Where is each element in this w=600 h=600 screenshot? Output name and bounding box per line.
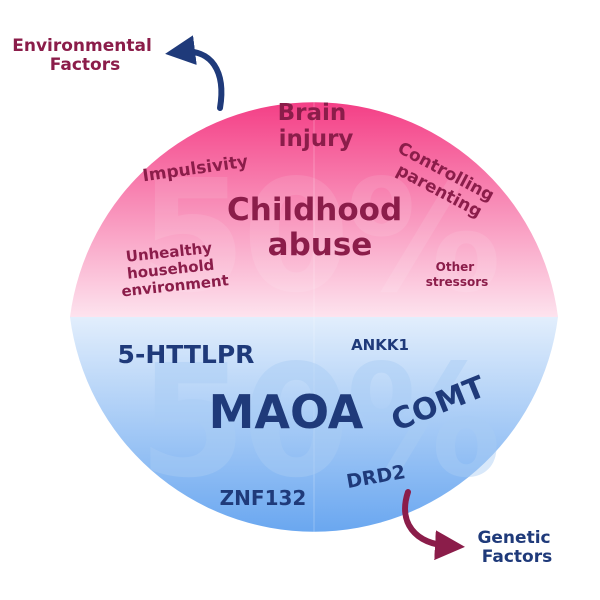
environmental-half [70, 102, 558, 317]
label-other-stressors: Other stressors [426, 260, 489, 289]
label-childhood-abuse: Childhood abuse [227, 192, 413, 263]
title-environmental-factors: Environmental Factors [12, 36, 157, 75]
arrow-genetic-icon [402, 489, 465, 561]
percent-watermark-top: 50% [138, 146, 497, 327]
label-unhealthy-household: Unhealthy household environment [117, 237, 230, 300]
title-genetic-factors: Genetic Factors [477, 528, 556, 567]
label-znf132: ZNF132 [220, 486, 307, 510]
label-5-httlpr: 5-HTTLPR [118, 340, 255, 369]
label-ankk1: ANKK1 [351, 336, 409, 354]
percent-watermark-bottom: 50% [138, 331, 497, 512]
label-brain-injury: Brain injury [278, 100, 355, 152]
label-maoa: MAOA [209, 385, 364, 439]
arrow-environmental-icon [165, 35, 225, 111]
genetic-half [70, 317, 558, 532]
